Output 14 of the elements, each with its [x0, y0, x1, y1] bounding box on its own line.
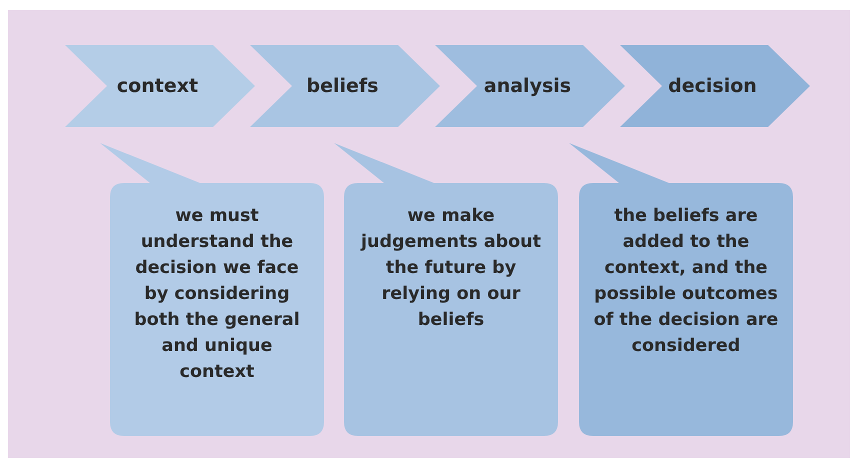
chevron-step — [435, 45, 625, 127]
speech-bubble — [100, 143, 324, 436]
chevron-step — [620, 45, 810, 127]
description-text: the beliefs are added to the context, and the possible outcomes of the decision are considered — [593, 205, 779, 358]
chevron-step — [65, 45, 255, 127]
description-text: we make judgements about the future by relying on our beliefs — [359, 205, 542, 332]
chevron-step — [250, 45, 440, 127]
step-label: decision — [667, 74, 758, 99]
step-label: analysis — [482, 74, 572, 99]
speech-bubble — [569, 143, 793, 436]
description-text: we must understand the decision we face by considering both the general and unique context — [133, 205, 301, 384]
step-label: context — [116, 74, 200, 99]
step-label: beliefs — [306, 74, 380, 99]
speech-bubble — [334, 143, 558, 436]
